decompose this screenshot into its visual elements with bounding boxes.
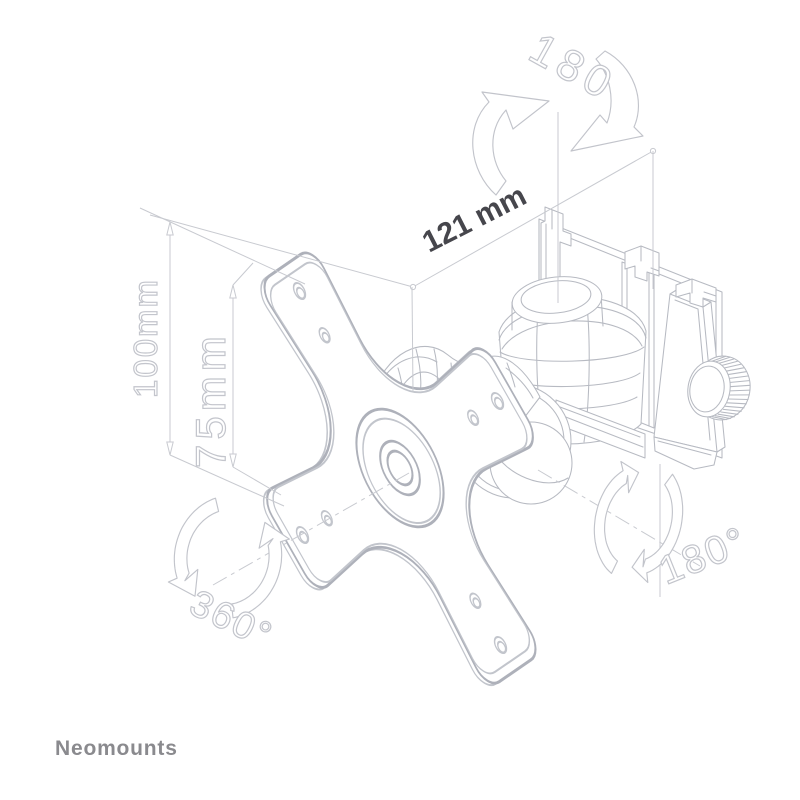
drawing-line: [169, 454, 285, 507]
dimension-121mm: [149, 147, 657, 393]
dimension-75mm: [229, 262, 282, 496]
drawing-line: [729, 384, 751, 388]
swivel-arrows-top: [472, 50, 644, 196]
drawing-circle: [323, 514, 333, 526]
drawing-line: [657, 440, 712, 456]
drawing-ellipse: [520, 280, 592, 314]
drawing-line: [720, 360, 739, 367]
drawing-line: [593, 460, 640, 574]
drawing-line: [728, 398, 749, 401]
drawing-line: [167, 497, 220, 597]
rotate-arrows-left: [167, 497, 290, 619]
axis-lines: [212, 112, 701, 597]
drawing-line: [411, 286, 414, 393]
drawing-circle: [469, 592, 482, 609]
drawing-line: [229, 284, 237, 299]
tilt-arrows-right: [593, 460, 684, 584]
ball-joint-dome: [511, 276, 604, 331]
drawing-line: [557, 406, 644, 448]
drawing-circle: [409, 283, 417, 291]
label-75mm: 75mm: [187, 331, 234, 468]
drawing-line: [722, 363, 742, 369]
drawing-line: [166, 221, 174, 236]
drawing-circle: [295, 525, 310, 545]
drawing-line: [720, 411, 739, 415]
drawing-line: [499, 346, 645, 362]
drawing-line: [727, 375, 749, 380]
drawing-circle: [497, 640, 507, 654]
drawing-circle: [318, 327, 331, 344]
vesa-plate: [260, 251, 537, 687]
drawing-line: [640, 245, 660, 272]
drawing-line: [728, 380, 750, 384]
drawing-circle: [470, 414, 479, 426]
drawing-circle: [472, 597, 481, 609]
drawing-circle: [386, 449, 414, 487]
drawing-ellipse: [689, 365, 725, 413]
tension-knob[interactable]: [684, 352, 755, 424]
drawing-line: [149, 214, 414, 288]
drawing-line: [724, 367, 745, 372]
brand-logo: Neomounts: [55, 737, 178, 760]
drawing-line: [717, 358, 735, 365]
drawing-line: [717, 413, 735, 418]
bracket-bottom-bar: [555, 399, 646, 459]
drawing-line: [653, 436, 718, 470]
vesa-holes: [292, 281, 508, 655]
drawing-line: [472, 91, 550, 196]
drawing-line: [691, 278, 717, 297]
drawing-line: [269, 261, 531, 675]
drawing-line: [714, 356, 731, 363]
drawing-circle: [493, 635, 508, 655]
dimension-100mm: [139, 207, 306, 507]
drawing-line: [675, 278, 717, 308]
drawing-circle: [321, 331, 330, 343]
drawing-line: [624, 245, 660, 282]
drawing-line: [232, 466, 282, 496]
drawing-line: [229, 453, 237, 468]
drawing-circle: [296, 286, 306, 300]
drawing-line: [232, 262, 254, 286]
drawing-circle: [490, 391, 505, 411]
drawing-line: [412, 150, 654, 288]
tilt-axis-line: [537, 469, 701, 567]
drawing-circle: [467, 409, 480, 426]
drawing-line: [711, 416, 727, 421]
drawing-line: [729, 389, 751, 392]
rotate-axis-line: [212, 472, 410, 586]
drawing-line: [726, 402, 747, 405]
drawing-line: [724, 405, 745, 409]
knob-knurling: [711, 355, 751, 421]
drawing-line: [631, 473, 684, 584]
drawing-line: [714, 415, 731, 420]
plate-center-boss: [355, 407, 445, 529]
drawing-line: [711, 355, 727, 362]
bracket-right-rail: [653, 278, 726, 470]
drawing-line: [726, 371, 747, 376]
drawing-line: [166, 441, 174, 456]
drawing-circle: [292, 281, 307, 301]
drawing-circle: [362, 417, 441, 525]
drawing-line: [139, 207, 306, 285]
label-100mm: 100mm: [127, 278, 164, 398]
drawing-circle: [494, 396, 504, 410]
drawing-line: [722, 408, 742, 412]
drawing-line: [231, 521, 290, 619]
drawing-line: [570, 50, 644, 152]
